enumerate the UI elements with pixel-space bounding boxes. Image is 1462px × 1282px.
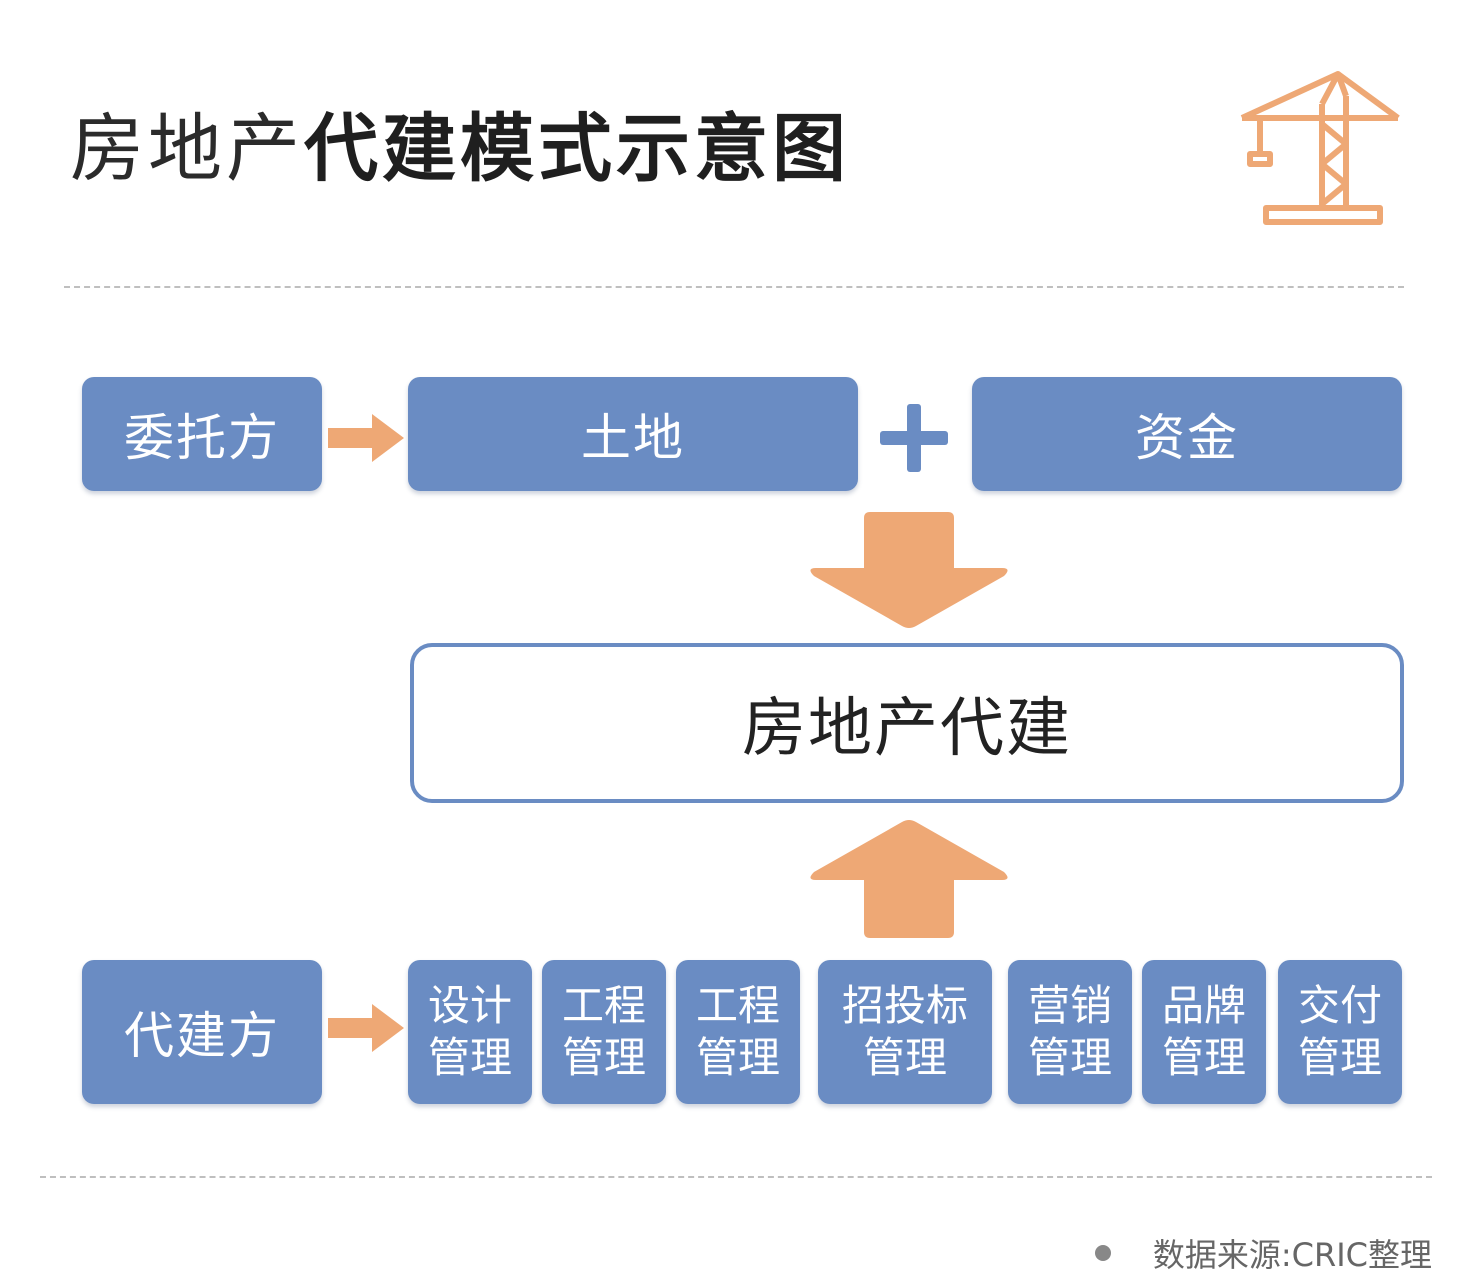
- service-box-delivery: 交付管理: [1278, 960, 1402, 1104]
- service-line2: 管理: [561, 1033, 646, 1082]
- service-line2: 管理: [427, 1033, 512, 1082]
- service-line1: 设计: [427, 980, 512, 1030]
- service-line2: 管理: [695, 1033, 780, 1082]
- source-note: 数据来源:CRIC整理: [1094, 1230, 1432, 1276]
- page-title: 房地产代建模式示意图: [70, 112, 850, 186]
- bullet-icon: [1094, 1245, 1111, 1261]
- crane-icon: [1240, 71, 1400, 225]
- service-box-bidding: 招投标管理: [818, 960, 992, 1104]
- plus-icon: [880, 404, 948, 472]
- center-box: 房地产代建: [410, 643, 1404, 803]
- service-line2: 管理: [1027, 1033, 1112, 1082]
- service-box-engineering-1: 工程管理: [542, 960, 666, 1104]
- builder-box: 代建方: [82, 960, 322, 1104]
- bottom-divider: [40, 1176, 1432, 1178]
- client-label: 委托方: [124, 409, 280, 467]
- client-box: 委托方: [82, 377, 322, 491]
- service-box-marketing: 营销管理: [1008, 960, 1132, 1104]
- builder-label: 代建方: [124, 1007, 280, 1065]
- service-line1: 工程: [695, 980, 780, 1030]
- title-main: 代建模式示意图: [304, 106, 850, 192]
- service-box-brand: 品牌管理: [1142, 960, 1266, 1104]
- service-line2: 管理: [862, 1033, 947, 1082]
- source-label: 数据来源:CRIC整理: [1152, 1236, 1432, 1274]
- center-label: 房地产代建: [742, 692, 1072, 766]
- service-line1: 工程: [561, 980, 646, 1030]
- service-line1: 品牌: [1161, 980, 1246, 1030]
- funds-box: 资金: [972, 377, 1402, 491]
- land-box: 土地: [408, 377, 858, 491]
- service-line1: 招投标: [841, 980, 968, 1030]
- title-prefix: 房地产: [70, 106, 304, 192]
- service-line2: 管理: [1161, 1033, 1246, 1082]
- service-box-design: 设计管理: [408, 960, 532, 1104]
- arrow-up-icon: [810, 820, 1008, 938]
- arrow-down-icon: [810, 512, 1008, 628]
- service-line1: 交付: [1297, 980, 1382, 1030]
- top-divider: [64, 286, 1404, 288]
- service-box-engineering-2: 工程管理: [676, 960, 800, 1104]
- arrow-right-icon: [328, 414, 404, 462]
- funds-label: 资金: [1135, 409, 1239, 467]
- land-label: 土地: [581, 409, 685, 467]
- service-line1: 营销: [1027, 980, 1112, 1030]
- service-line2: 管理: [1297, 1033, 1382, 1082]
- arrow-right-icon: [328, 1004, 404, 1052]
